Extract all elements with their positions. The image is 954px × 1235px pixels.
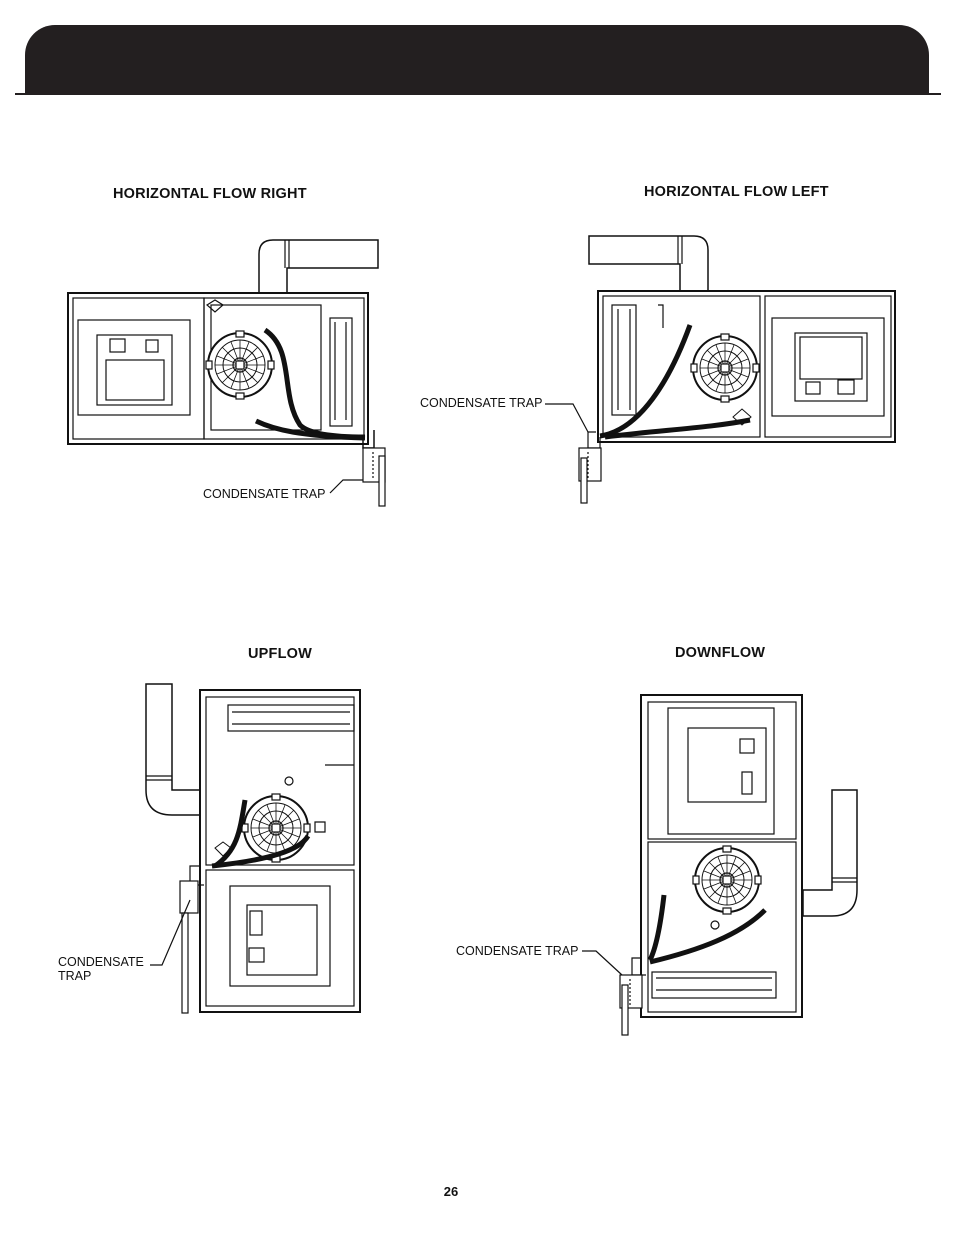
horizontal-flow-right-title: HORIZONTAL FLOW RIGHT xyxy=(113,186,307,202)
upflow-callout-line1: CONDENSATE xyxy=(58,955,144,969)
upflow-title: UPFLOW xyxy=(248,646,313,662)
diagram-horizontal-flow-left xyxy=(545,235,896,504)
downflow-title: DOWNFLOW xyxy=(675,645,766,661)
upflow-callout-line2: TRAP xyxy=(58,969,92,983)
horizontal-left-condensate-trap-label: CONDENSATE TRAP xyxy=(420,396,543,410)
diagram-horizontal-flow-right xyxy=(67,239,386,507)
diagram-downflow xyxy=(582,694,858,1036)
downflow-condensate-trap-label: CONDENSATE TRAP xyxy=(456,944,579,958)
header-rule xyxy=(15,93,941,95)
horizontal-flow-left-title: HORIZONTAL FLOW LEFT xyxy=(644,184,829,200)
diagram-upflow xyxy=(145,683,361,1014)
upflow-condensate-trap-label: CONDENSATE TRAP xyxy=(58,955,144,983)
header-bar xyxy=(25,25,929,94)
page-number: 26 xyxy=(443,1184,459,1199)
horizontal-right-condensate-trap-label: CONDENSATE TRAP xyxy=(203,487,326,501)
